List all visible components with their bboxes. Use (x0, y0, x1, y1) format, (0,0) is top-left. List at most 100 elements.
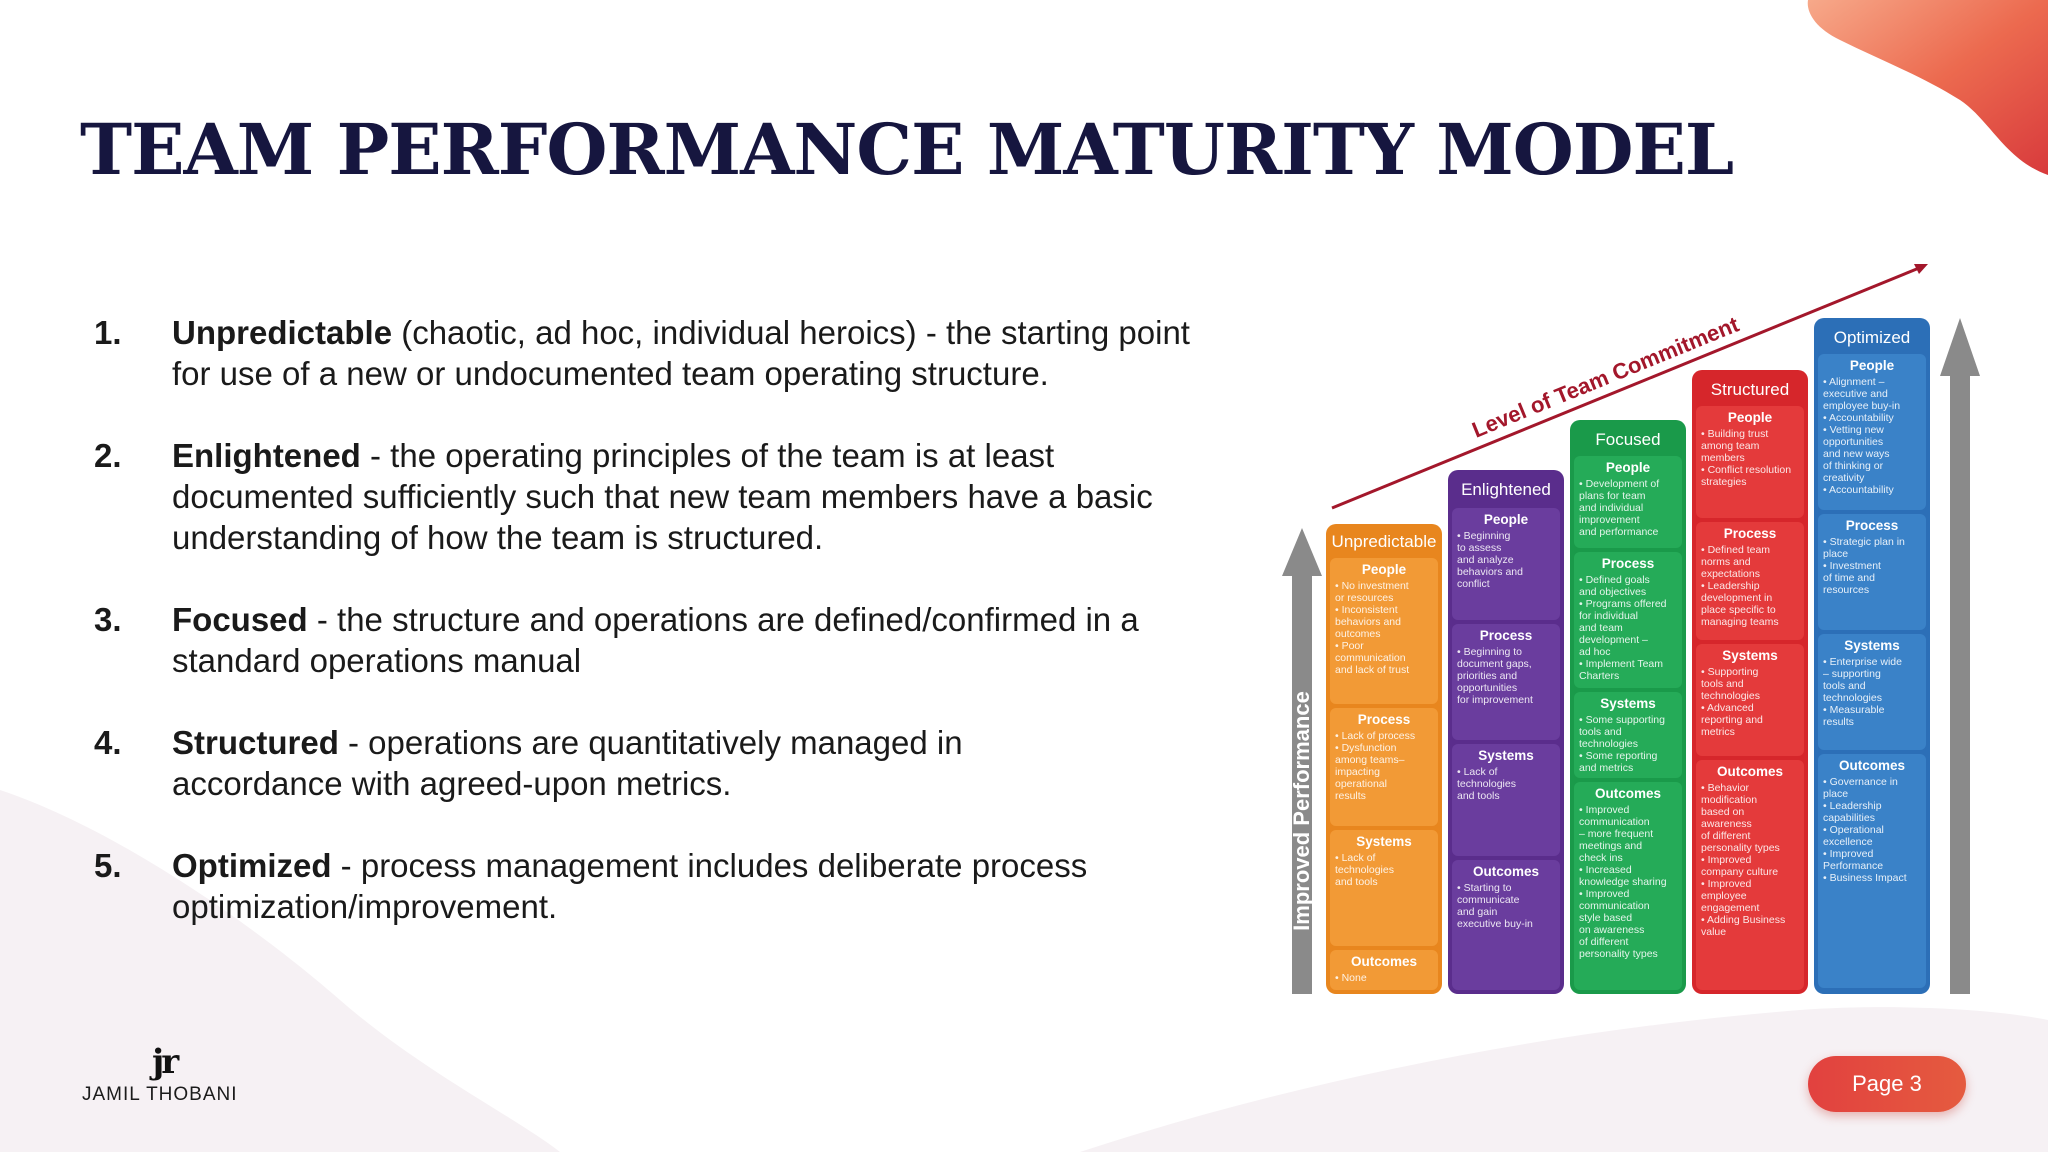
level-description: - the operating principles of the team i… (172, 437, 1153, 556)
column-optimized: Optimized People • Alignment – executive … (1814, 318, 1930, 994)
level-term: Unpredictable (172, 314, 393, 351)
section-process: Process • Defined goals and objectives • … (1574, 552, 1682, 688)
section-process: Process • Beginning to document gaps, pri… (1452, 624, 1560, 740)
brand-logo: jr JAMIL THOBANI (82, 1042, 252, 1114)
level-term: Optimized (172, 847, 332, 884)
column-title: Structured (1710, 380, 1790, 399)
column-focused: Focused People • Development of plans for… (1570, 420, 1686, 994)
section-outcomes: Outcomes • Governance in place • Leadersh… (1818, 754, 1926, 988)
level-description: (chaotic, ad hoc, individual heroics) - … (172, 314, 1190, 392)
section-body: • Lack of process • Dysfunction among te… (1335, 730, 1416, 802)
section-title: People (1483, 512, 1529, 527)
list-number: 2. (94, 437, 122, 474)
section-body: • Starting to communicate and gain execu… (1457, 882, 1533, 930)
section-title: Process (1601, 556, 1655, 571)
slide-title: TEAM PERFORMANCE MATURITY MODEL (80, 108, 1734, 191)
background-wave-left (0, 790, 560, 1152)
list-item: 1. Unpredictable (chaotic, ad hoc, indiv… (94, 312, 1214, 394)
section-people: People • Building trust among team member… (1696, 406, 1804, 518)
right-axis-label: Growth in Organizational Capabilities (2024, 465, 2047, 839)
list-number: 4. (94, 724, 122, 761)
section-people: People • Beginning to assess and analyze … (1452, 508, 1560, 620)
section-body: • Improved communication – more frequent… (1579, 804, 1667, 960)
level-term: Structured (172, 724, 339, 761)
section-title: Process (1479, 628, 1533, 643)
section-process: Process • Strategic plan in place • Inves… (1818, 514, 1926, 630)
section-title: Outcomes (1594, 786, 1662, 801)
level-term: Focused (172, 601, 308, 638)
section-outcomes: Outcomes • None (1330, 950, 1438, 990)
section-body: • Beginning to document gaps, priorities… (1457, 646, 1533, 706)
section-title: Systems (1600, 696, 1656, 711)
section-people: People • Development of plans for team an… (1574, 456, 1682, 548)
section-title: People (1727, 410, 1773, 425)
maturity-model-diagram: Level of Team Commitment Improved Perfor… (1276, 256, 2047, 996)
section-title: Systems (1478, 748, 1534, 763)
section-title: Outcomes (1350, 954, 1418, 969)
section-title: Systems (1844, 638, 1900, 653)
column-title: Unpredictable (1331, 532, 1437, 551)
level-description: - the structure and operations are defin… (172, 601, 1139, 679)
brand-name: JAMIL THOBANI (82, 1084, 238, 1105)
section-outcomes: Outcomes • Starting to communicate and ga… (1452, 860, 1560, 990)
section-systems: Systems • Some supporting tools and techn… (1574, 692, 1682, 778)
column-enlightened: Enlightened People • Beginning to assess … (1448, 470, 1564, 994)
section-title: Systems (1722, 648, 1778, 663)
logo-mark: jr (152, 1042, 179, 1082)
section-body: • No investment or resources • Inconsist… (1335, 580, 1410, 676)
column-structured: Structured People • Building trust among … (1692, 370, 1808, 994)
section-body: • Building trust among team members • Co… (1701, 428, 1792, 488)
level-description: - process management includes deliberate… (172, 847, 1088, 925)
column-title: Focused (1595, 430, 1661, 449)
section-body: • Lack of technologies and tools (1457, 766, 1516, 802)
column-title: Enlightened (1461, 480, 1551, 499)
section-title: People (1361, 562, 1407, 577)
list-number: 5. (94, 847, 122, 884)
section-systems: Systems • Lack of technologies and tools (1452, 744, 1560, 856)
section-body: • Defined team norms and expectations • … (1701, 544, 1779, 628)
section-title: Systems (1356, 834, 1412, 849)
left-axis-label: Improved Performance (1289, 691, 1314, 931)
maturity-levels-list: 1. Unpredictable (chaotic, ad hoc, indiv… (94, 312, 1224, 968)
list-number: 3. (94, 601, 122, 638)
section-systems: Systems • Supporting tools and technologi… (1696, 644, 1804, 756)
section-body: • Beginning to assess and analyze behavi… (1457, 530, 1523, 590)
level-description: - operations are quantitatively managed … (172, 724, 963, 802)
section-body: • Defined goals and objectives • Program… (1579, 574, 1667, 682)
section-outcomes: Outcomes • Improved communication – more … (1574, 782, 1682, 990)
section-title: Process (1845, 518, 1899, 533)
section-body: • Some supporting tools and technologies… (1579, 714, 1665, 774)
section-systems: Systems • Enterprise wide – supporting to… (1818, 634, 1926, 750)
section-body: • Development of plans for team and indi… (1579, 478, 1660, 538)
section-body: • Strategic plan in place • Investment o… (1823, 536, 1905, 596)
corner-blob-top-right (1807, 0, 2048, 175)
section-systems: Systems • Lack of technologies and tools (1330, 830, 1438, 946)
section-title: Process (1357, 712, 1411, 727)
section-outcomes: Outcomes• Behavior modification based on… (1696, 760, 1804, 990)
section-body: • Governance in place • Leadership capab… (1823, 776, 1907, 884)
column-unpredictable: Unpredictable People • No investment or r… (1326, 524, 1442, 994)
section-people: People • Alignment – executive and employ… (1818, 354, 1926, 510)
section-body: • None (1335, 972, 1367, 984)
list-item: 5. Optimized - process management includ… (94, 845, 1154, 927)
page-number-badge: Page 3 (1808, 1056, 1966, 1112)
list-item: 3. Focused - the structure and operation… (94, 599, 1174, 681)
section-body: • Supporting tools and technologies • Ad… (1701, 666, 1763, 738)
section-title: Outcomes (1472, 864, 1540, 879)
list-number: 1. (94, 314, 122, 351)
list-item: 4. Structured - operations are quantitat… (94, 722, 1034, 804)
section-title: Process (1723, 526, 1777, 541)
section-body: • Behavior modification based on awarene… (1701, 782, 1786, 938)
section-body: • Alignment – executive and employee buy… (1823, 376, 1901, 496)
level-term: Enlightened (172, 437, 361, 474)
list-item: 2. Enlightened - the operating principle… (94, 435, 1154, 558)
section-title: People (1605, 460, 1651, 475)
column-title: Optimized (1833, 328, 1911, 347)
section-title: Outcomes (1838, 758, 1906, 773)
section-body: • Enterprise wide – supporting tools and… (1823, 656, 1902, 728)
section-title: People (1849, 358, 1895, 373)
section-process: Process • Lack of process • Dysfunction a… (1330, 708, 1438, 826)
section-body: • Lack of technologies and tools (1335, 852, 1394, 888)
background-wave-bottom (1080, 1007, 2048, 1152)
